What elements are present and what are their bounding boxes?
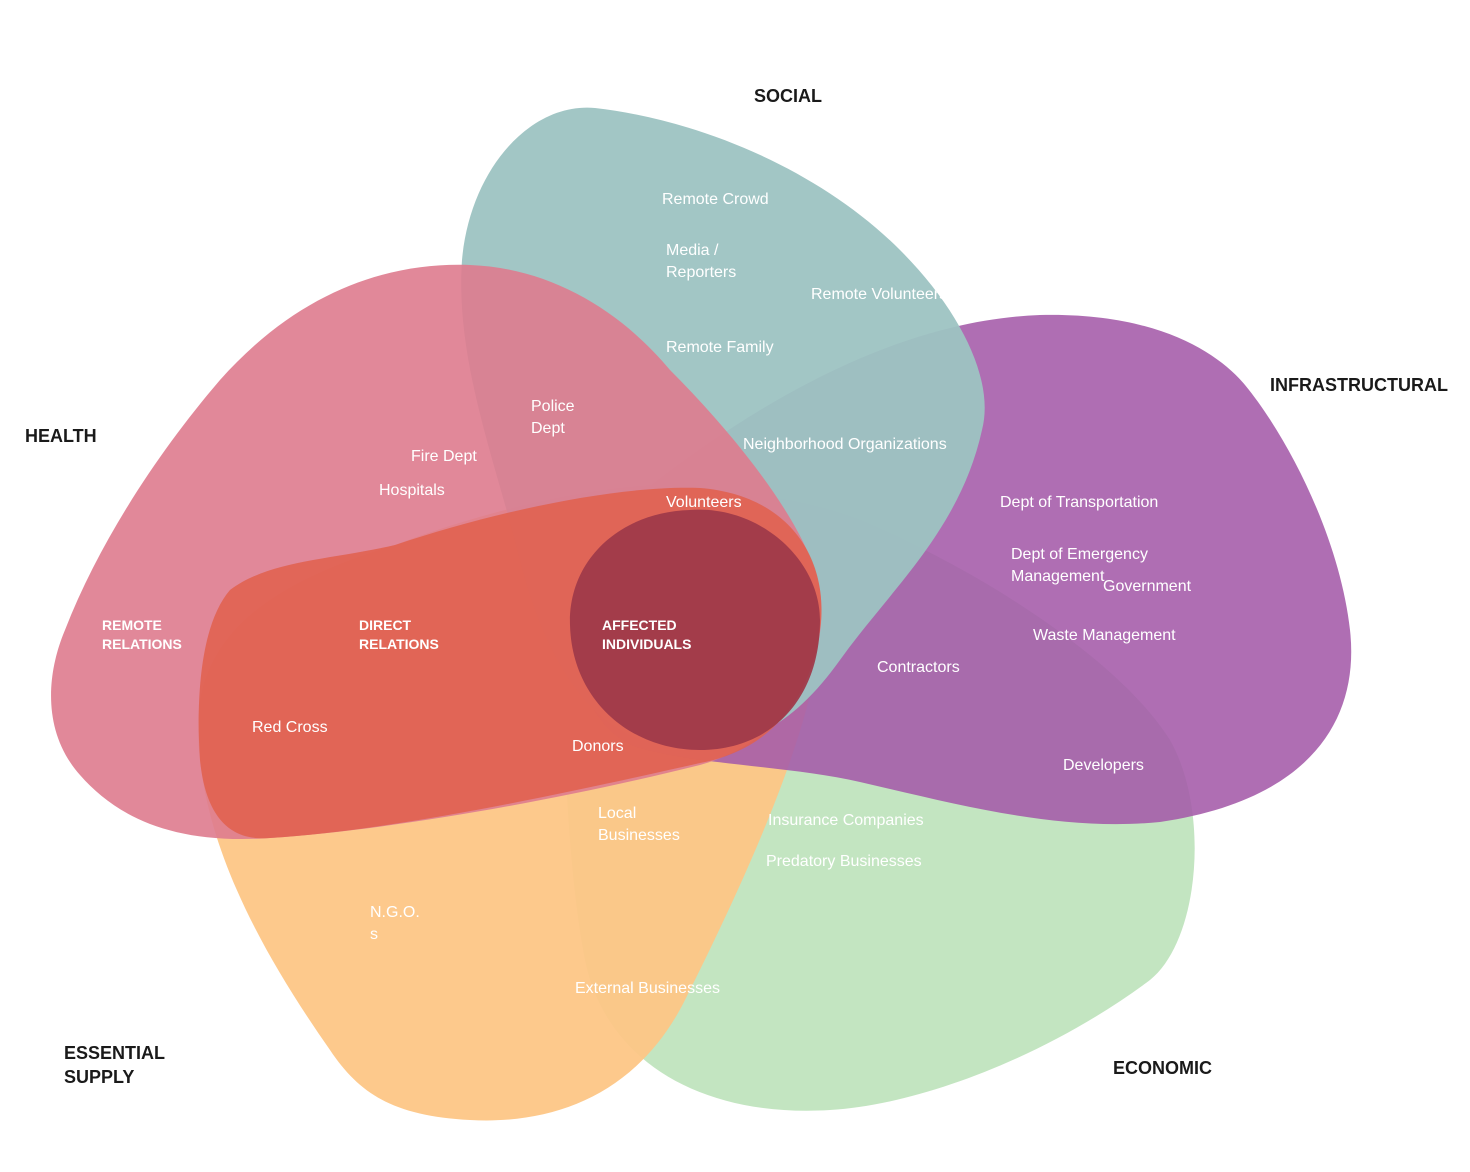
entity-external-businesses: External Businesses bbox=[575, 980, 720, 997]
category-essential-supply: ESSENTIAL SUPPLY bbox=[64, 1043, 166, 1087]
entity-contractors: Contractors bbox=[877, 659, 960, 676]
entity-fire-dept: Fire Dept bbox=[411, 448, 477, 465]
ring-affected-individuals: AFFECTED INDIVIDUALS bbox=[602, 617, 692, 652]
entity-waste-management: Waste Management bbox=[1033, 627, 1176, 644]
entity-remote-crowd: Remote Crowd bbox=[662, 191, 769, 208]
entity-volunteers: Volunteers bbox=[666, 494, 742, 511]
category-social: SOCIAL bbox=[754, 86, 823, 106]
entity-donors: Donors bbox=[572, 738, 624, 755]
entity-developers: Developers bbox=[1063, 757, 1144, 774]
entity-hospitals: Hospitals bbox=[379, 482, 445, 499]
entity-insurance-companies: Insurance Companies bbox=[768, 812, 924, 829]
entity-remote-volunteers: Remote Volunteers bbox=[811, 286, 948, 303]
entity-dept-transportation: Dept of Transportation bbox=[1000, 494, 1159, 511]
category-economic: ECONOMIC bbox=[1113, 1058, 1212, 1078]
entity-ngos: N.G.O. s bbox=[370, 904, 420, 943]
entity-media-reporters: Media / Reporters bbox=[666, 242, 737, 281]
entity-local-businesses: Local Businesses bbox=[598, 805, 680, 844]
entity-police-dept: Police Dept bbox=[531, 398, 575, 437]
category-infrastructural: INFRASTRUCTURAL bbox=[1270, 375, 1448, 395]
entity-government: Government bbox=[1103, 578, 1192, 595]
affected-individuals-blob bbox=[569, 509, 820, 750]
entity-remote-family: Remote Family bbox=[666, 339, 774, 356]
ring-direct-relations: DIRECT RELATIONS bbox=[359, 617, 439, 652]
entity-red-cross: Red Cross bbox=[252, 719, 328, 736]
category-health: HEALTH bbox=[25, 426, 97, 446]
entity-neighborhood-organizations: Neighborhood Organizations bbox=[743, 436, 947, 453]
entity-dept-emergency-management: Dept of Emergency Management bbox=[1011, 546, 1148, 585]
entity-predatory-businesses: Predatory Businesses bbox=[766, 853, 922, 870]
ring-remote-relations: REMOTE RELATIONS bbox=[102, 617, 182, 652]
